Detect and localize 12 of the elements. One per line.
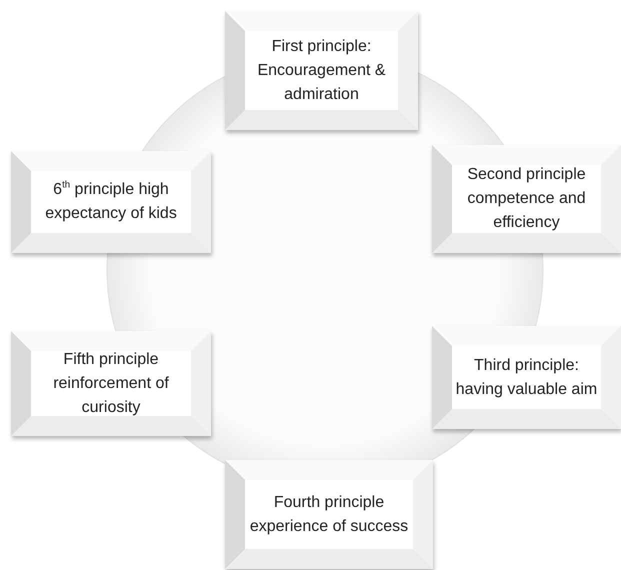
bevel-box — [225, 11, 418, 130]
principle-text: First principle: Encouragement & admiration — [256, 36, 387, 104]
principle-text: Fifth principle reinforcement of curiosity — [52, 350, 170, 418]
principle-text: Second principle competence and efficiency — [466, 165, 587, 233]
bevel-box — [11, 151, 211, 253]
principle-text: 6$^{th}$ principle high expectancy of kids — [44, 178, 178, 224]
bevel-box — [225, 460, 433, 569]
principle-text: Fourth principle experience of success — [248, 492, 410, 536]
bevel-box — [11, 331, 211, 436]
bevel-box — [432, 326, 621, 429]
principle-text: Third principle: having valuable aim — [454, 356, 598, 400]
bevel-box — [432, 145, 621, 253]
